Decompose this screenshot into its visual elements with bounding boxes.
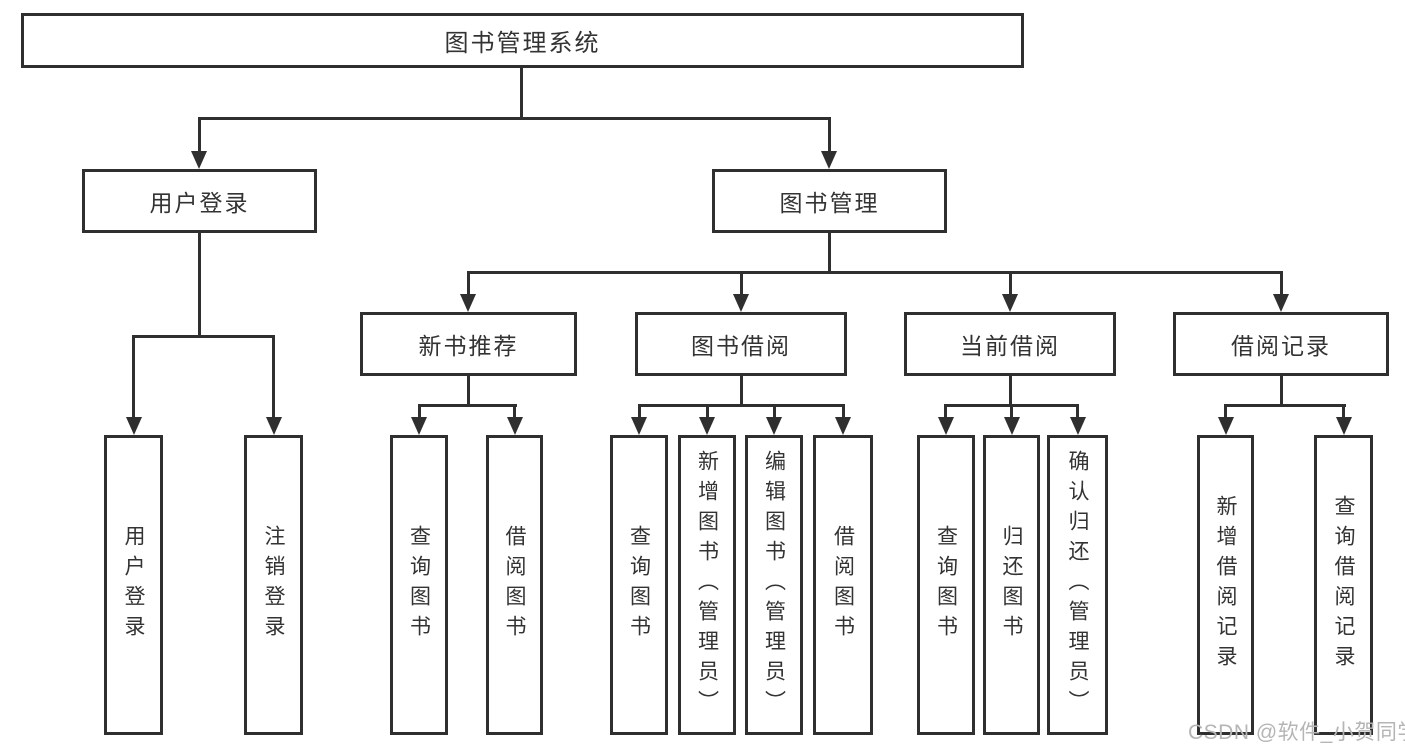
- arrowhead-to-leaf-login: [126, 417, 142, 435]
- arrowhead-leaf: [631, 417, 647, 435]
- leaf-user-login: 用户登录: [104, 435, 163, 735]
- leaf-query-books-borrow: 查询图书: [610, 435, 668, 735]
- connector-user-login-rail: [132, 335, 275, 338]
- arrowhead-leaf: [835, 417, 851, 435]
- connector-level1-rail: [198, 117, 831, 120]
- arrowhead-to-user-login: [191, 151, 207, 169]
- node-library-management-system: 图书管理系统: [21, 13, 1024, 68]
- leaf-label: 新增图书（管理员）: [695, 450, 719, 720]
- connector-borrow-records-stem: [1280, 376, 1283, 407]
- arrowhead-to-new-book: [460, 294, 476, 312]
- leaf-label: 查询图书: [407, 525, 431, 645]
- leaf-borrow-books: 借阅图书: [813, 435, 873, 735]
- connector-leaf: [1224, 404, 1227, 422]
- connector-level2-rail: [467, 271, 1283, 274]
- arrowhead-leaf: [1004, 417, 1020, 435]
- arrowhead-leaf: [766, 417, 782, 435]
- leaf-label: 查询图书: [934, 525, 958, 645]
- connector-leaf: [944, 404, 947, 422]
- arrowhead-leaf: [411, 417, 427, 435]
- leaf-label: 归还图书: [1000, 525, 1023, 645]
- arrowhead-to-book-borrow: [733, 294, 749, 312]
- node-book-borrow: 图书借阅: [635, 312, 847, 376]
- connector-book-management-stem: [828, 233, 831, 273]
- connector-root-stem: [520, 68, 523, 118]
- node-current-borrow: 当前借阅: [904, 312, 1116, 376]
- leaf-label: 注销登录: [262, 525, 285, 645]
- arrowhead-leaf: [1070, 417, 1086, 435]
- node-book-management: 图书管理: [712, 169, 947, 233]
- csdn-watermark: CSDN @软件_小贺同学: [1188, 721, 1405, 744]
- arrowhead-to-borrow-records: [1273, 294, 1289, 312]
- connector-book-borrow-rail: [638, 404, 845, 407]
- leaf-query-books-current: 查询图书: [917, 435, 975, 735]
- connector-to-borrow-records: [1280, 271, 1283, 299]
- connector-to-book-management: [828, 117, 831, 155]
- leaf-edit-books-admin: 编辑图书（管理员）: [745, 435, 803, 735]
- leaf-return-books: 归还图书: [983, 435, 1040, 735]
- arrowhead-leaf: [699, 417, 715, 435]
- connector-leaf: [638, 404, 641, 422]
- leaf-label: 借阅图书: [831, 525, 855, 645]
- connector-leaf: [706, 404, 709, 422]
- leaf-label: 新增借阅记录: [1214, 495, 1237, 675]
- connector-to-leaf-logout: [272, 335, 275, 420]
- connector-leaf: [1010, 404, 1013, 422]
- connector-borrow-records-rail: [1224, 404, 1346, 407]
- arrowhead-leaf: [938, 417, 954, 435]
- leaf-add-borrow-record: 新增借阅记录: [1197, 435, 1254, 735]
- connector-current-borrow-stem: [1009, 376, 1012, 407]
- connector-to-user-login: [198, 117, 201, 155]
- leaf-label: 用户登录: [122, 525, 145, 645]
- connector-leaf: [1076, 404, 1079, 422]
- connector-leaf: [418, 404, 421, 422]
- leaf-confirm-return-admin: 确认归还（管理员）: [1047, 435, 1108, 735]
- leaf-add-books-admin: 新增图书（管理员）: [678, 435, 736, 735]
- arrowhead-to-current-borrow: [1002, 294, 1018, 312]
- leaf-query-borrow-record: 查询借阅记录: [1314, 435, 1373, 735]
- leaf-label: 查询图书: [627, 525, 651, 645]
- leaf-label: 编辑图书（管理员）: [762, 450, 786, 720]
- arrowhead-leaf: [507, 417, 523, 435]
- connector-to-book-borrow: [740, 271, 743, 299]
- arrowhead-leaf: [1336, 417, 1352, 435]
- node-new-book-recommend: 新书推荐: [360, 312, 577, 376]
- leaf-query-books-recommend: 查询图书: [390, 435, 448, 735]
- node-user-login: 用户登录: [82, 169, 317, 233]
- connector-new-book-rail: [418, 404, 517, 407]
- connector-new-book-stem: [467, 376, 470, 407]
- connector-book-borrow-stem: [740, 376, 743, 407]
- leaf-label: 借阅图书: [503, 525, 526, 645]
- arrowhead-to-leaf-logout: [266, 417, 282, 435]
- arrowhead-leaf: [1218, 417, 1234, 435]
- node-borrow-records: 借阅记录: [1173, 312, 1389, 376]
- leaf-borrow-books-recommend: 借阅图书: [486, 435, 543, 735]
- connector-to-leaf-login: [132, 335, 135, 420]
- leaf-logout: 注销登录: [244, 435, 303, 735]
- leaf-label: 查询借阅记录: [1332, 495, 1355, 675]
- leaf-label: 确认归还（管理员）: [1066, 450, 1089, 720]
- connector-to-new-book: [467, 271, 470, 299]
- connector-leaf: [513, 404, 516, 422]
- connector-leaf: [842, 404, 845, 422]
- connector-to-current-borrow: [1009, 271, 1012, 299]
- arrowhead-to-book-management: [821, 151, 837, 169]
- connector-leaf: [1342, 404, 1345, 422]
- connector-leaf: [773, 404, 776, 422]
- connector-user-login-stem: [198, 233, 201, 337]
